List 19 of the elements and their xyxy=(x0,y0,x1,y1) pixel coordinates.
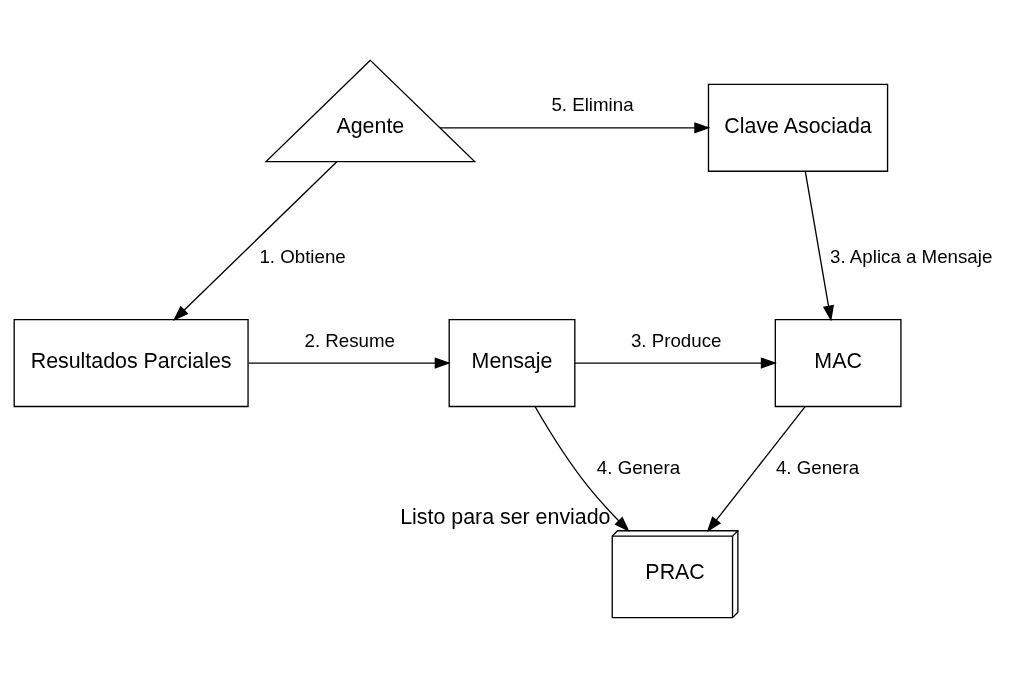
node-label: Listo para ser enviado xyxy=(400,504,611,529)
edge-label: 3. Produce xyxy=(630,329,722,351)
arrow xyxy=(173,160,338,321)
arrow xyxy=(439,121,711,133)
arrow xyxy=(804,170,834,322)
arrow xyxy=(706,405,806,532)
edge-label: 3. Aplica a Mensaje xyxy=(830,245,993,267)
node-box: Clave Asociada xyxy=(707,83,889,172)
arrow xyxy=(534,405,630,532)
node-box: Mensaje xyxy=(448,318,576,407)
node-box: MAC xyxy=(774,318,902,407)
edge-label: 4. Genera xyxy=(775,456,860,478)
edge-label: 1. Obtiene xyxy=(259,245,346,267)
edge-label: 5. Elimina xyxy=(551,93,634,115)
node-box: Resultados Parciales xyxy=(13,318,249,407)
edge-label: 2. Resume xyxy=(304,329,395,351)
arrow xyxy=(574,356,777,369)
arrow xyxy=(247,356,451,369)
edge-label: 4. Genera xyxy=(596,456,681,478)
